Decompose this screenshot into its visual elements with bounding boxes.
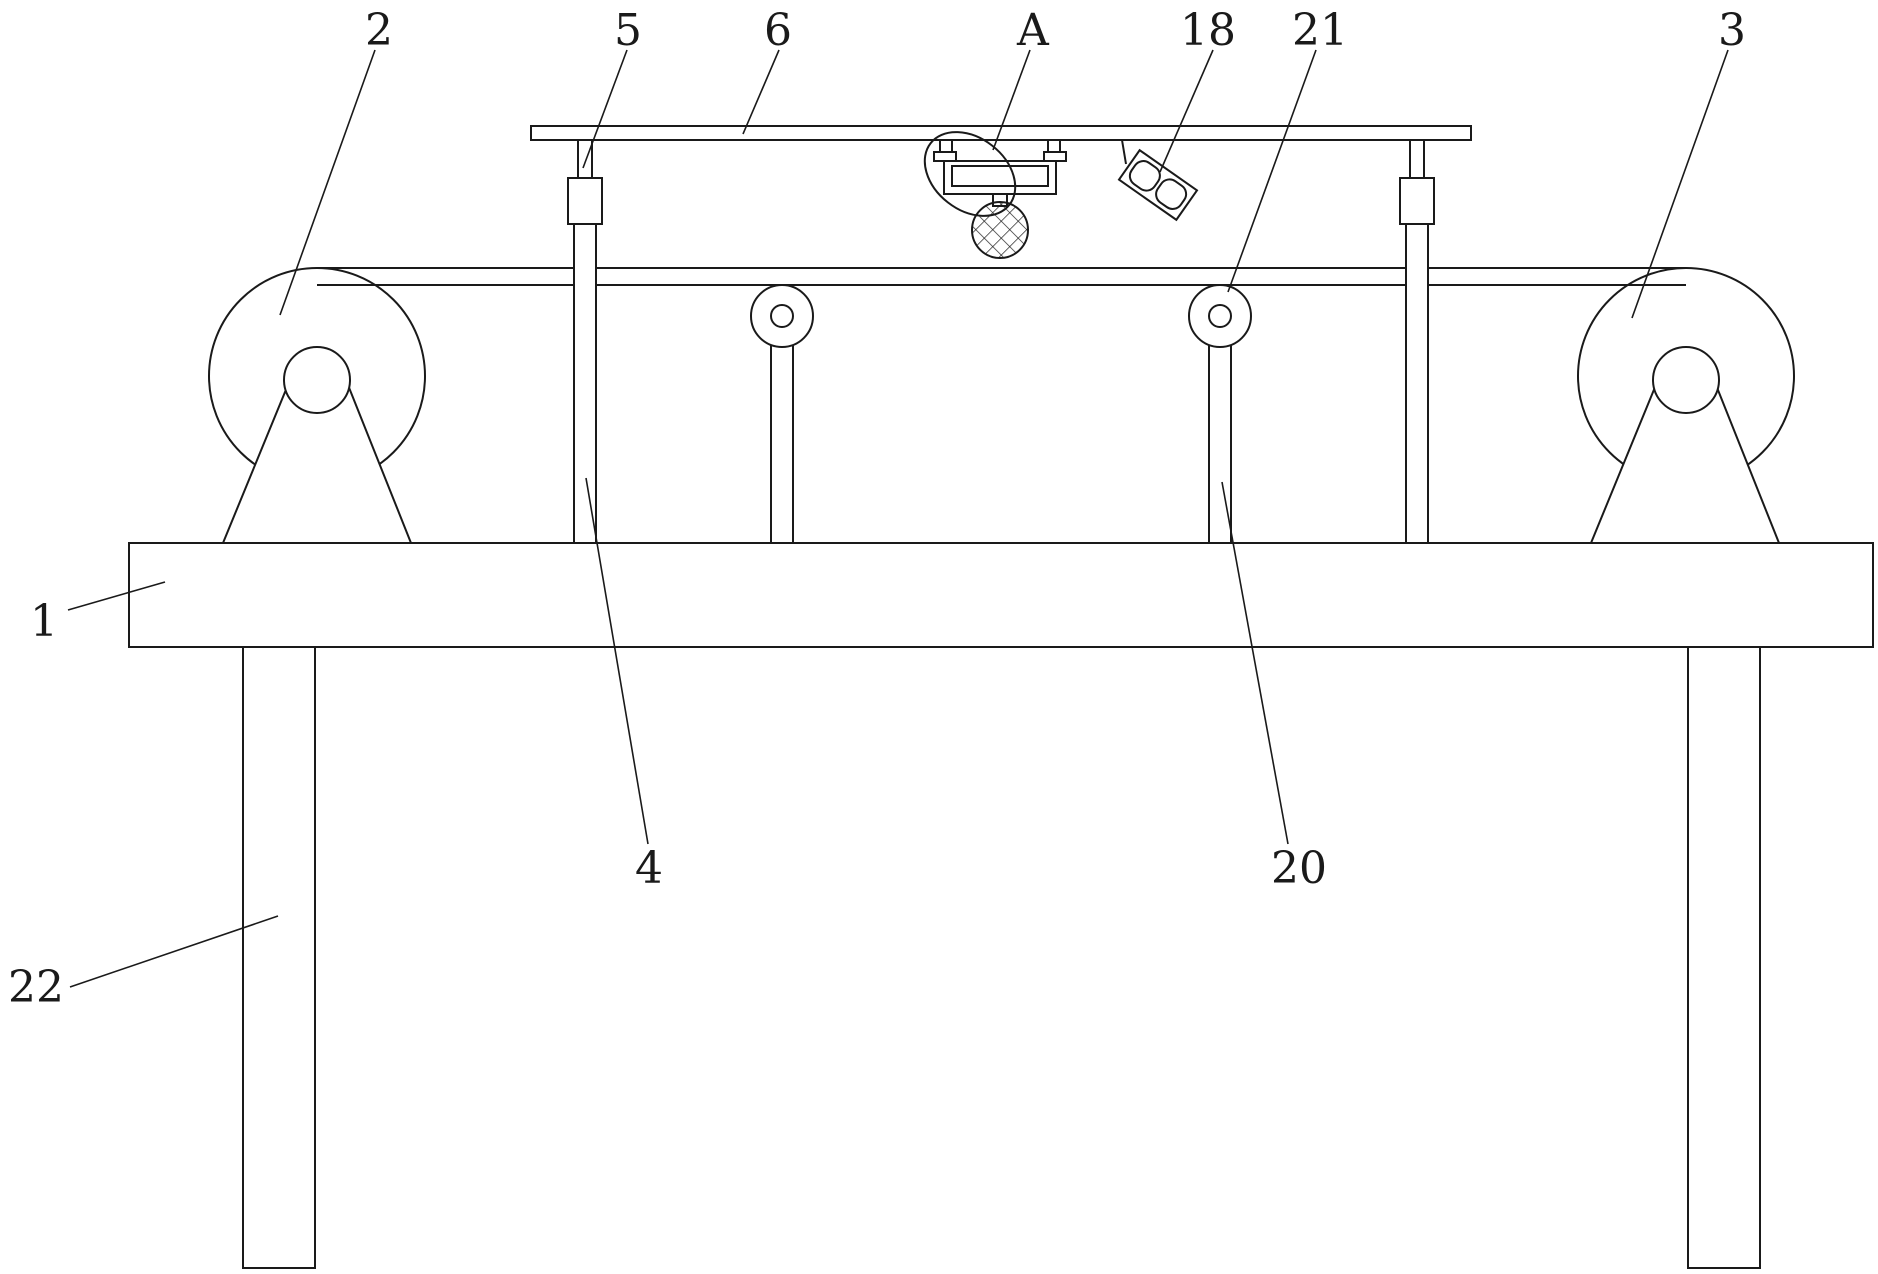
guide-roller-right xyxy=(1188,284,1252,348)
label-rewind-roller: 3 xyxy=(1718,5,1746,56)
column-sleeve-left xyxy=(567,177,603,225)
base-frame xyxy=(128,542,1874,648)
upper-rod-left xyxy=(577,139,593,181)
brush-head xyxy=(971,201,1029,259)
unwind-roller xyxy=(208,267,426,544)
label-detail-a: A xyxy=(1016,5,1050,56)
label-unwind-roller: 2 xyxy=(365,5,393,56)
label-top-plate: 6 xyxy=(764,5,792,56)
detail-callout-ellipse xyxy=(923,131,1017,217)
inclined-unit xyxy=(1117,139,1199,222)
label-guide-post: 20 xyxy=(1271,843,1327,894)
detail-a-assembly xyxy=(923,131,1067,259)
lift-column-left xyxy=(573,219,597,544)
rewind-roller xyxy=(1577,267,1795,544)
guide-roller-left xyxy=(750,284,814,348)
label-lift-column: 4 xyxy=(635,843,663,894)
label-guide-roller: 21 xyxy=(1292,5,1348,56)
left-leg xyxy=(242,645,316,1269)
top-plate xyxy=(530,125,1472,141)
lift-column-right xyxy=(1405,219,1429,544)
column-sleeve-right xyxy=(1399,177,1435,225)
label-frame: 1 xyxy=(30,596,58,647)
leader-lines xyxy=(67,49,1729,988)
label-column-sleeve: 5 xyxy=(614,5,642,56)
right-leg xyxy=(1687,645,1761,1269)
upper-rod-right xyxy=(1409,139,1425,181)
guide-post-left xyxy=(770,317,794,544)
label-inclined-unit: 18 xyxy=(1180,5,1236,56)
label-leg: 22 xyxy=(8,962,64,1013)
